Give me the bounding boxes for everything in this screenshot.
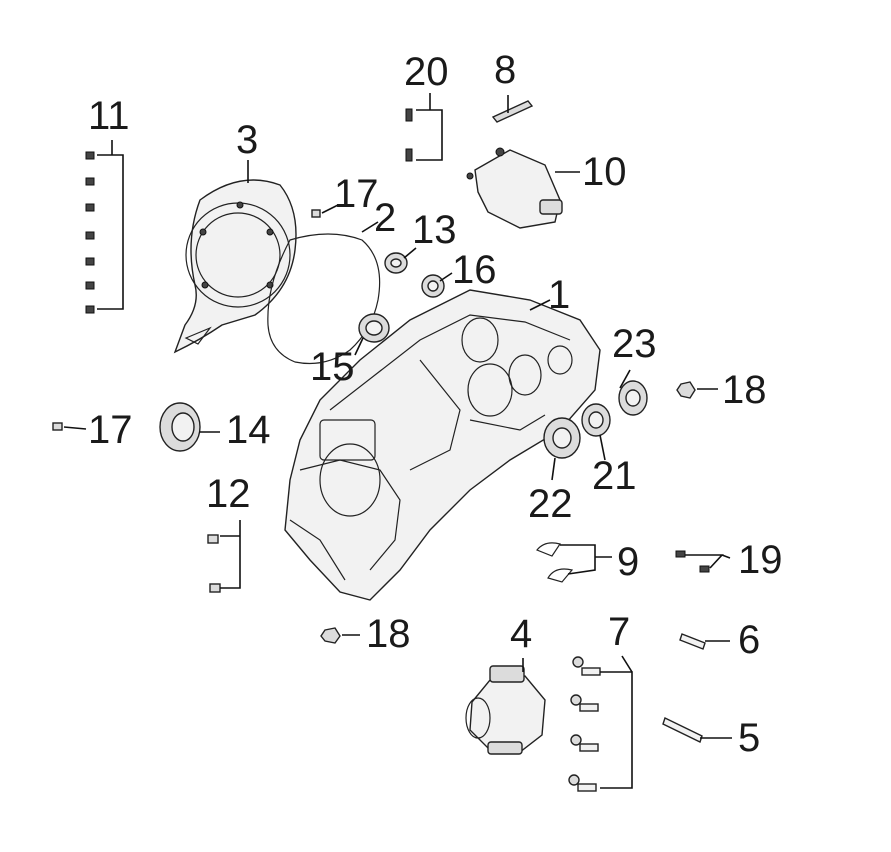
part-9-clips <box>536 542 574 583</box>
part-8-clip <box>491 100 534 123</box>
callout-21: 21 <box>592 454 637 498</box>
callout-4: 4 <box>510 612 533 656</box>
callout-16: 16 <box>452 248 497 292</box>
part-16-seal <box>421 274 445 298</box>
callout-6: 6 <box>738 618 761 662</box>
callout-9: 9 <box>617 540 640 584</box>
part-17-pin-a <box>311 209 321 218</box>
callout-17-left: 17 <box>88 408 133 452</box>
callout-19: 19 <box>738 538 783 582</box>
part-13-seal <box>384 252 408 274</box>
callout-5: 5 <box>738 716 761 760</box>
part-1-crankcase <box>284 289 601 601</box>
callout-11: 11 <box>88 94 130 138</box>
callout-15: 15 <box>310 345 355 389</box>
part-19-fasteners <box>675 550 710 573</box>
part-15-seal <box>358 313 390 343</box>
callout-20: 20 <box>404 50 449 94</box>
part-7-bolts <box>568 656 601 792</box>
callout-14: 14 <box>226 408 271 452</box>
callout-3: 3 <box>236 118 259 162</box>
leader-lines <box>63 93 732 789</box>
callout-8: 8 <box>494 48 517 92</box>
part-2-gasket <box>267 233 381 365</box>
part-4-component <box>465 665 546 755</box>
part-5-pin <box>662 717 703 743</box>
callout-18-right: 18 <box>722 368 767 412</box>
part-23-bearing <box>618 380 648 416</box>
part-10-starter-motor <box>466 147 563 229</box>
part-12-screws <box>207 534 221 593</box>
callout-22: 22 <box>528 482 573 526</box>
callout-7: 7 <box>608 610 631 654</box>
part-22-bearing <box>543 417 581 459</box>
part-14-seal <box>159 402 201 452</box>
callout-12: 12 <box>206 472 251 516</box>
callout-10: 10 <box>582 150 627 194</box>
callout-23: 23 <box>612 322 657 366</box>
part-17-pin-b <box>52 422 63 431</box>
part-20-screws <box>405 108 413 162</box>
part-18-nut-b <box>320 627 341 644</box>
part-21-bearing <box>581 403 611 437</box>
part-18-nut-a <box>676 381 696 399</box>
callout-13: 13 <box>412 208 457 252</box>
callout-17-top: 17 <box>334 172 379 216</box>
callout-1: 1 <box>548 273 571 317</box>
part-6-pin <box>679 633 706 650</box>
callout-18-bottom: 18 <box>366 612 411 656</box>
part-11-screws <box>85 151 95 314</box>
callout-2: 2 <box>374 196 397 240</box>
